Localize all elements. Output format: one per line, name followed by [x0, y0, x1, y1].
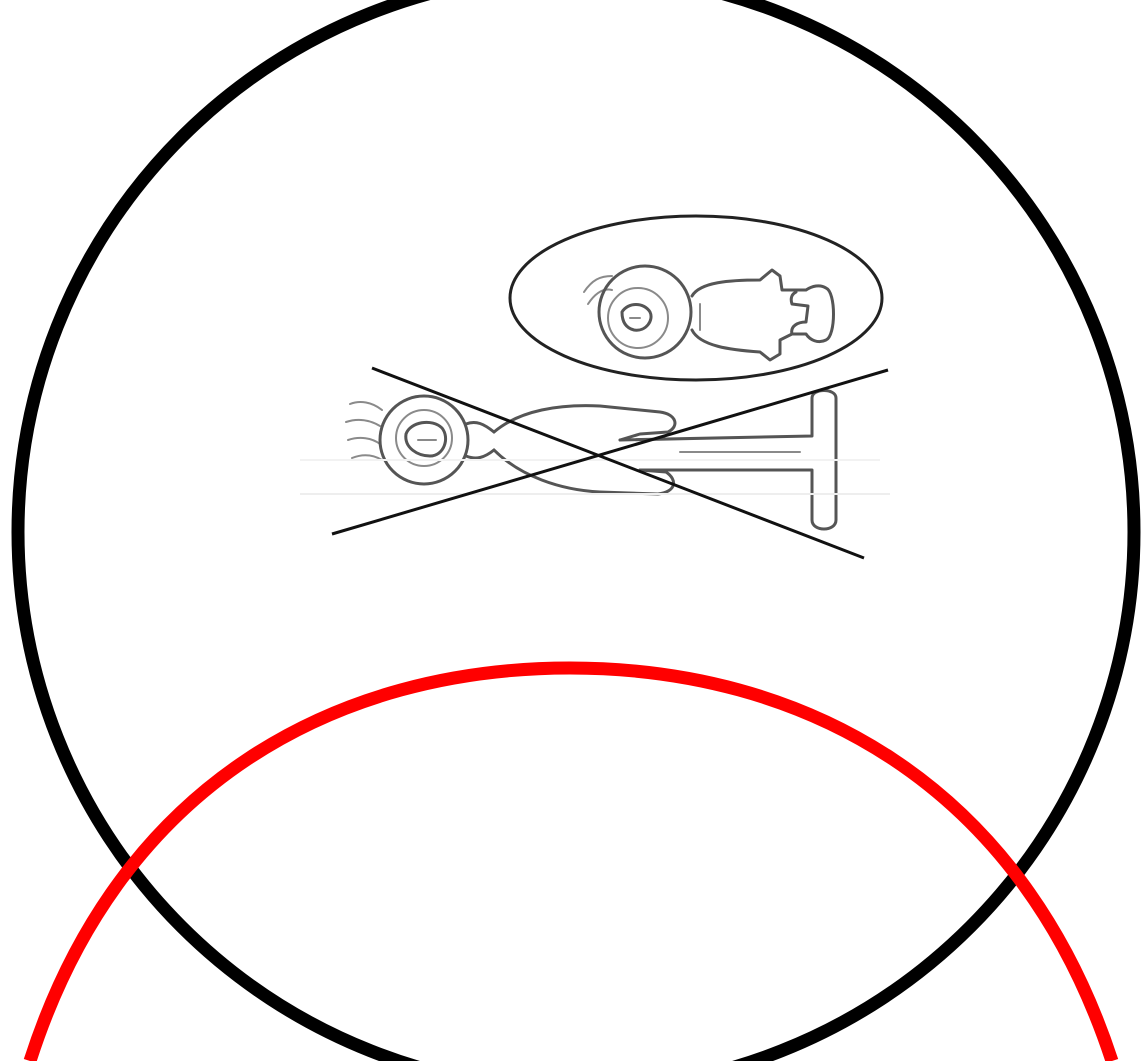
outer-circle [18, 0, 1134, 1061]
red-arc [30, 668, 1112, 1061]
baby-sleeping-prone-icon [300, 391, 890, 530]
baby-sleeping-on-back-icon [584, 266, 834, 360]
highlight-ellipse [510, 216, 882, 380]
